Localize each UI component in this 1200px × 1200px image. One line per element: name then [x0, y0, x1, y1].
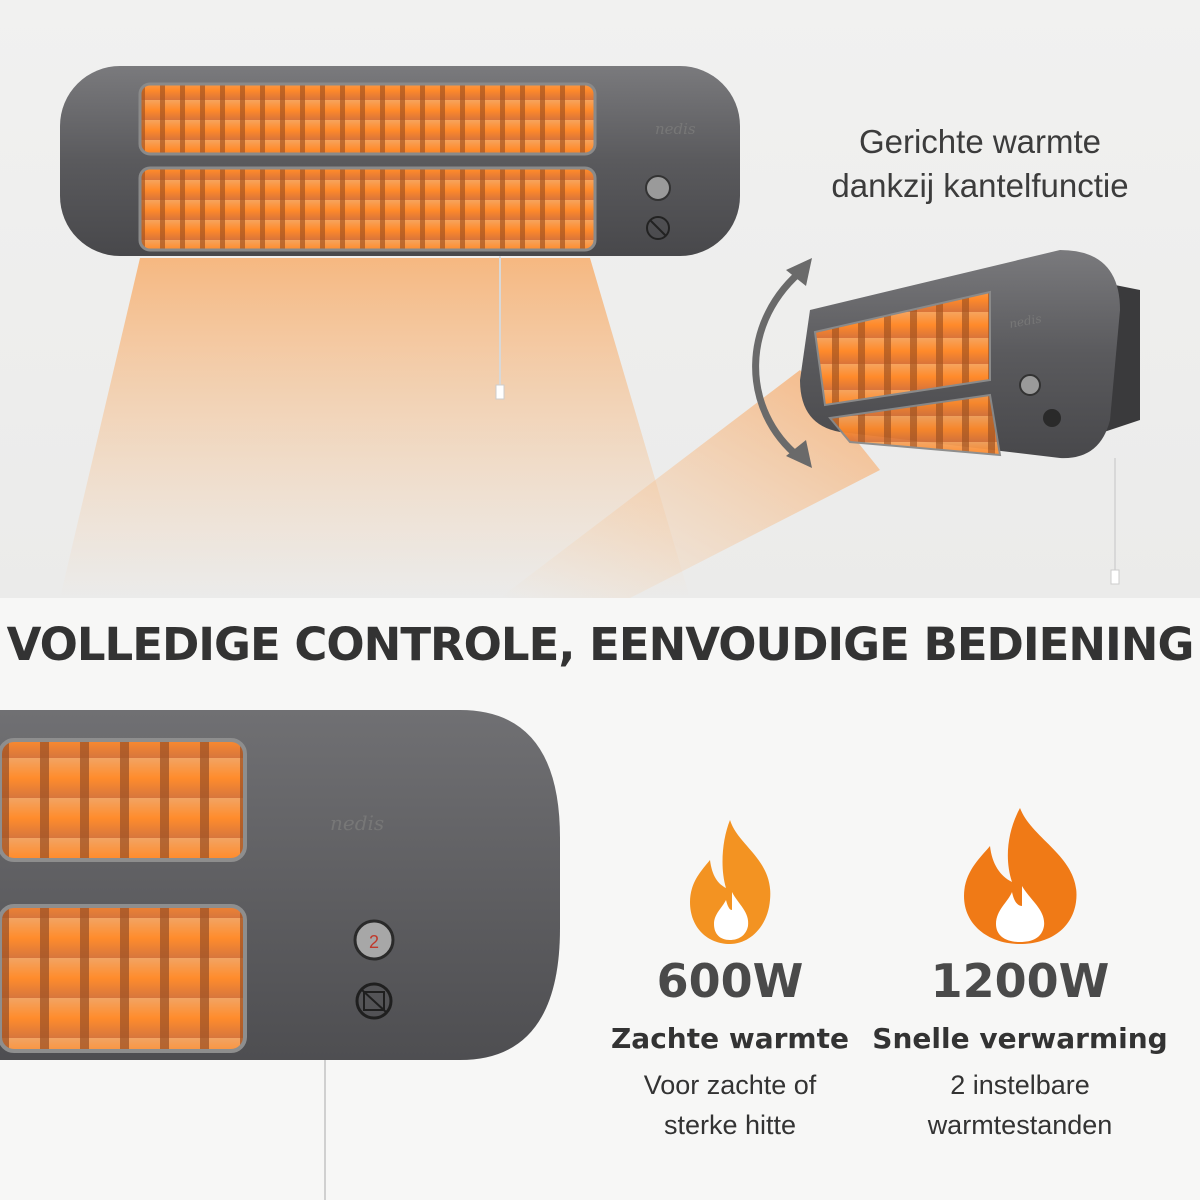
bottom-panel: nedis 2: [0, 598, 1200, 1200]
feature-description: 2 instelbare warmtestanden: [870, 1065, 1170, 1145]
tilt-arrow-icon: [752, 258, 812, 468]
no-cover-icon: [646, 216, 670, 240]
switch-setting: 2: [369, 932, 379, 952]
feature-600w: 600W Zachte warmte Voor zachte of sterke…: [580, 818, 880, 1145]
brand-logo: nedis: [655, 120, 696, 138]
brand-logo-large: nedis: [330, 811, 384, 835]
tilted-heater: nedis: [800, 250, 1140, 585]
tilt-caption: Gerichte warmte dankzij kantelfunctie: [780, 120, 1180, 208]
power-switch-icon: [645, 175, 671, 201]
heaters-illustration: nedis nedis: [60, 66, 1140, 598]
feature-name: Zachte warmte: [611, 1022, 849, 1055]
power-dial-icon: [353, 919, 395, 961]
feature-description: Voor zachte of sterke hitte: [580, 1065, 880, 1145]
heat-glow: [60, 258, 690, 598]
feature-desc-line2: sterke hitte: [663, 1110, 797, 1140]
feature-1200w: 1200W Snelle verwarming 2 instelbare war…: [870, 806, 1170, 1145]
top-panel: nedis nedis: [0, 0, 1200, 598]
heater-closeup: nedis 2: [0, 710, 560, 1200]
feature-watt: 600W: [656, 954, 804, 1008]
wall-heater: nedis: [60, 66, 740, 400]
feature-desc-line1: Voor zachte of: [643, 1070, 817, 1100]
flame-icon-large: [964, 808, 1077, 944]
headline: VOLLEDIGE CONTROLE, EENVOUDIGE BEDIENING: [6, 618, 1195, 671]
no-cover-icon-large: [355, 982, 393, 1020]
feature-watt: 1200W: [930, 954, 1110, 1008]
feature-desc-line1: 2 instelbare: [950, 1070, 1090, 1100]
svg-text:nedis: nedis: [1008, 312, 1042, 331]
tilt-glow: [500, 370, 880, 598]
tilt-caption-line2: dankzij kantelfunctie: [831, 167, 1129, 204]
flame-icon: [690, 820, 771, 944]
feature-desc-line2: warmtestanden: [927, 1110, 1113, 1140]
tilt-caption-line1: Gerichte warmte: [858, 123, 1102, 160]
feature-name: Snelle verwarming: [872, 1022, 1168, 1055]
